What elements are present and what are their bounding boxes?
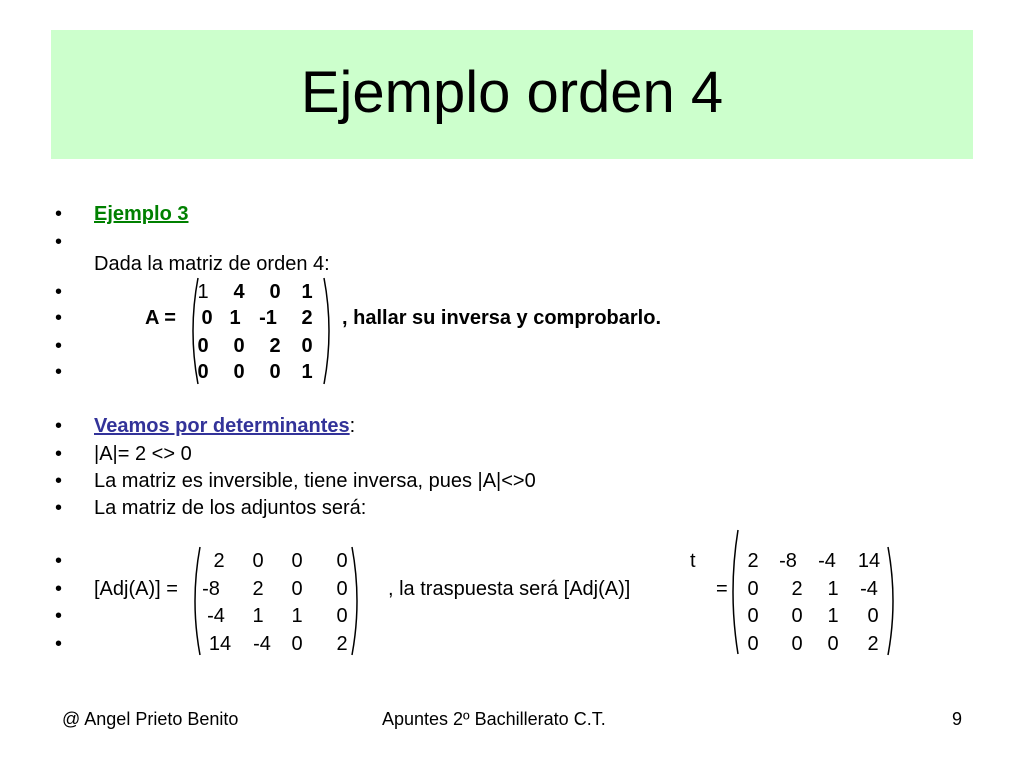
adj-transpose-left-paren [732, 529, 739, 655]
determinant-text: |A|= 2 <> 0 [94, 443, 192, 465]
matrix-cell: 0 [747, 605, 759, 627]
adj-matrix-left-paren [194, 546, 201, 656]
bullet: • [55, 307, 63, 329]
method-line: Veamos por determinantes: [94, 414, 355, 438]
matrix-cell: 2 [867, 633, 879, 655]
title-bar: Ejemplo orden 4 [51, 30, 973, 159]
matrix-cell: 0 [233, 335, 245, 357]
matrix-cell: 0 [197, 335, 209, 357]
matrix-cell: 0 [791, 633, 803, 655]
bullet: • [55, 633, 63, 655]
matrix-a-left-paren [192, 277, 199, 385]
adj-label: [Adj(A)] = [94, 578, 178, 600]
bullet: • [55, 361, 63, 383]
method-heading-link[interactable]: Veamos por determinantes [94, 415, 350, 437]
matrix-cell: 2 [301, 307, 313, 329]
matrix-cell: 14 [857, 550, 881, 572]
matrix-cell: 1 [301, 361, 313, 383]
slide-title: Ejemplo orden 4 [300, 60, 724, 125]
matrix-cell: 0 [336, 605, 348, 627]
transpose-equals: = [716, 578, 728, 600]
matrix-a-suffix: , hallar su inversa y comprobarlo. [342, 307, 662, 329]
matrix-cell: 0 [747, 578, 759, 600]
matrix-cell: 0 [201, 307, 213, 329]
matrix-cell: 0 [867, 605, 879, 627]
matrix-cell: 0 [197, 361, 209, 383]
matrix-cell: 14 [208, 633, 232, 655]
matrix-cell: 0 [291, 633, 303, 655]
matrix-cell: 0 [291, 550, 303, 572]
matrix-cell: 0 [269, 361, 281, 383]
matrix-cell: -4 [860, 578, 878, 600]
bullet: • [55, 578, 63, 600]
matrix-cell: 2 [252, 578, 264, 600]
matrix-cell: 1 [301, 281, 313, 303]
footer-author: @ Angel Prieto Benito [62, 709, 239, 729]
bullet: • [55, 497, 63, 519]
matrix-cell: -4 [253, 633, 271, 655]
matrix-cell: 0 [233, 361, 245, 383]
matrix-cell: 0 [827, 633, 839, 655]
matrix-cell: 1 [827, 578, 839, 600]
inversible-text: La matriz es inversible, tiene inversa, … [94, 470, 536, 492]
matrix-a-right-paren [323, 277, 330, 385]
matrix-cell: 2 [747, 550, 759, 572]
matrix-cell: 0 [291, 578, 303, 600]
transpose-superscript: t [690, 550, 696, 572]
bullet: • [55, 470, 63, 492]
bullet: • [55, 550, 63, 572]
matrix-cell: -4 [207, 605, 225, 627]
matrix-cell: -4 [818, 550, 836, 572]
matrix-cell: -1 [259, 307, 277, 329]
bullet: • [55, 335, 63, 357]
bullet: • [55, 415, 63, 437]
matrix-cell: 0 [791, 605, 803, 627]
method-colon: : [349, 415, 356, 437]
matrix-cell: 1 [827, 605, 839, 627]
adjuntos-text: La matriz de los adjuntos será: [94, 497, 367, 519]
bullet: • [55, 443, 63, 465]
matrix-cell: 0 [747, 633, 759, 655]
matrix-cell: 2 [791, 578, 803, 600]
matrix-a-label: A = [145, 307, 176, 329]
transpose-text: , la traspuesta será [Adj(A)] [388, 578, 631, 600]
matrix-cell: 0 [269, 281, 281, 303]
matrix-cell: 0 [336, 578, 348, 600]
matrix-cell: 1 [197, 281, 209, 303]
matrix-cell: 1 [229, 307, 241, 329]
bullet: • [55, 231, 63, 253]
adj-transpose-right-paren [887, 546, 894, 656]
matrix-cell: 0 [301, 335, 313, 357]
matrix-cell: 1 [252, 605, 264, 627]
matrix-cell: 1 [291, 605, 303, 627]
matrix-cell: 0 [336, 550, 348, 572]
matrix-cell: 0 [252, 550, 264, 572]
matrix-cell: -8 [202, 578, 220, 600]
matrix-cell: 4 [233, 281, 245, 303]
matrix-cell: 2 [213, 550, 225, 572]
intro-text: Dada la matriz de orden 4: [94, 253, 330, 275]
example-heading-link[interactable]: Ejemplo 3 [94, 203, 189, 225]
matrix-cell: -8 [779, 550, 797, 572]
bullet: • [55, 203, 63, 225]
bullet: • [55, 281, 63, 303]
footer-page-number: 9 [952, 709, 963, 729]
adj-matrix-right-paren [351, 546, 358, 656]
footer-course: Apuntes 2º Bachillerato C.T. [382, 709, 606, 729]
bullet: • [55, 605, 63, 627]
matrix-cell: 2 [269, 335, 281, 357]
matrix-cell: 2 [336, 633, 348, 655]
